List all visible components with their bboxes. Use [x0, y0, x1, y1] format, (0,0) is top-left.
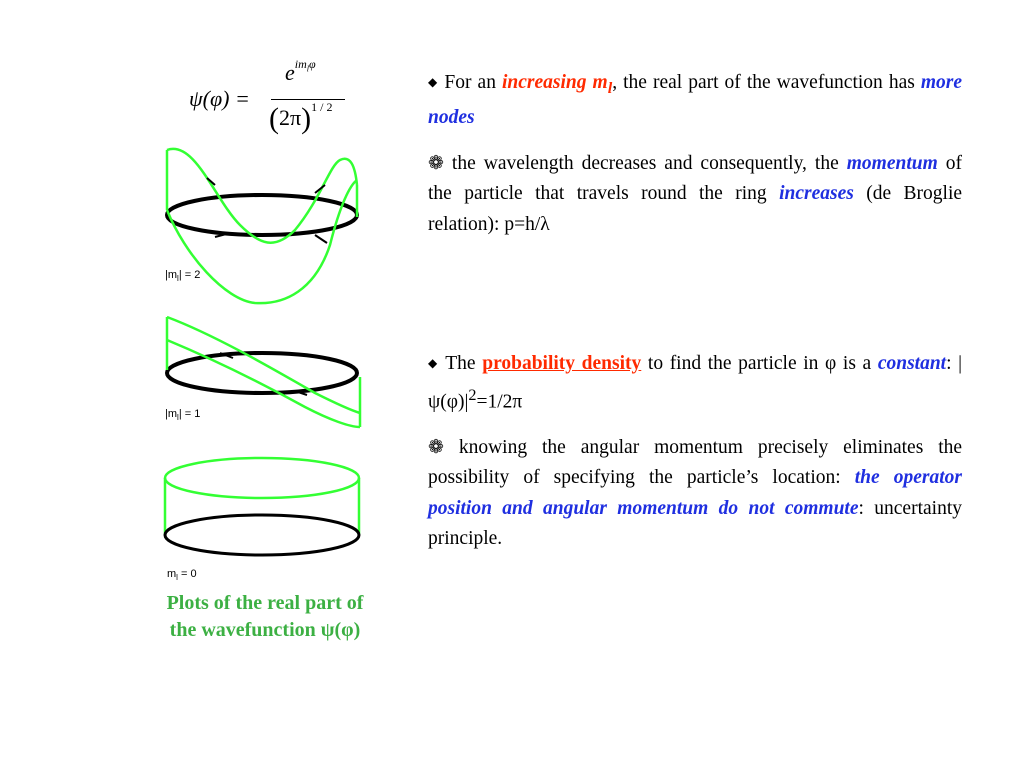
numerator-exponent: im	[294, 56, 307, 71]
text: the wavelength decreases and consequentl…	[451, 152, 839, 174]
plot-label: |ml| = 2	[165, 269, 200, 283]
ring	[165, 193, 359, 237]
formula-lhs: ψ(φ) =	[189, 86, 250, 111]
numerator-exponent-sub: l	[306, 64, 309, 74]
formula-denominator: (2π)1 / 2	[269, 100, 333, 135]
text-block-top: ◆ For an increasing ml, the real part of…	[428, 67, 962, 255]
top-ring	[163, 456, 361, 500]
text: For an	[444, 72, 496, 93]
numerator-exponent-tail: φ	[309, 56, 316, 71]
paragraph-uncertainty: ❁ knowing the angular momentum precisely…	[428, 433, 962, 555]
denominator-power: 1 / 2	[311, 100, 333, 114]
caption-line-1: Plots of the real part of	[166, 592, 364, 614]
highlight-momentum: momentum	[846, 152, 938, 174]
plot-label: |ml| = 1	[165, 408, 200, 422]
plot-ml-2: |ml| = 2	[165, 147, 359, 305]
fraction-bar	[271, 99, 345, 100]
wavefunction-formula: ψ(φ) = eimlφ (2π)1 / 2	[185, 56, 360, 138]
wavefunction-plots: |ml| = 2 |ml| = 1 ml = 0	[163, 147, 362, 582]
wave-curve	[165, 178, 358, 305]
text: of the particle that travels round the r…	[428, 152, 963, 205]
ring	[163, 513, 361, 557]
paragraph-momentum: ❁ the wavelength decreases and consequen…	[428, 149, 962, 241]
flower-bullet-icon: ❁	[428, 436, 444, 458]
highlight-constant: constant	[877, 353, 947, 374]
text: =1/2π	[476, 391, 523, 412]
highlight-do-not-commute: the operator position and angular moment…	[428, 467, 963, 519]
plot-ml-1: |ml| = 1	[165, 315, 362, 429]
node-mark	[294, 390, 308, 396]
highlight-increasing-ml: increasing ml	[501, 72, 613, 97]
paragraph-probability: ◆ The probability density to find the pa…	[428, 348, 962, 418]
text: The	[445, 353, 476, 374]
superscript: 2	[468, 385, 477, 404]
denominator-value: 2π	[279, 105, 302, 130]
text: : |ψ(φ)|	[428, 353, 963, 412]
numerator-base: e	[285, 60, 295, 85]
paragraph-nodes: ◆ For an increasing ml, the real part of…	[428, 67, 962, 134]
plot-label: ml = 0	[167, 568, 197, 582]
node-mark	[219, 352, 234, 359]
flower-bullet-icon: ❁	[428, 152, 444, 174]
plots-caption: Plots of the real part of the wavefuncti…	[130, 590, 400, 644]
highlight-increases: increases	[779, 183, 854, 205]
plot-ml-0: ml = 0	[163, 456, 361, 582]
diamond-bullet-icon: ◆	[428, 356, 439, 370]
formula-numerator: eimlφ	[285, 56, 316, 86]
text: to find the particle in φ is a	[647, 353, 872, 374]
text: knowing the angular momentum precisely e…	[428, 436, 963, 489]
highlight-probability-density: probability density	[482, 353, 642, 374]
highlight-more-nodes: more nodes	[428, 72, 963, 129]
text: : uncertainty principle.	[428, 497, 962, 550]
node-mark	[314, 234, 328, 244]
text: (de Broglie relation): p=h/λ	[428, 183, 963, 235]
text: , the real part of the wavefunction has	[612, 72, 915, 93]
wave-curve	[166, 338, 361, 429]
caption-line-2: the wavefunction ψ(φ)	[169, 619, 361, 641]
diamond-bullet-icon: ◆	[428, 75, 439, 89]
node-mark	[314, 184, 326, 194]
ring	[165, 351, 359, 395]
text-block-bottom: ◆ The probability density to find the pa…	[428, 348, 962, 570]
wave-curve	[166, 147, 359, 244]
node-mark	[206, 177, 216, 186]
node-mark	[214, 232, 231, 238]
wave-curve	[166, 315, 361, 415]
